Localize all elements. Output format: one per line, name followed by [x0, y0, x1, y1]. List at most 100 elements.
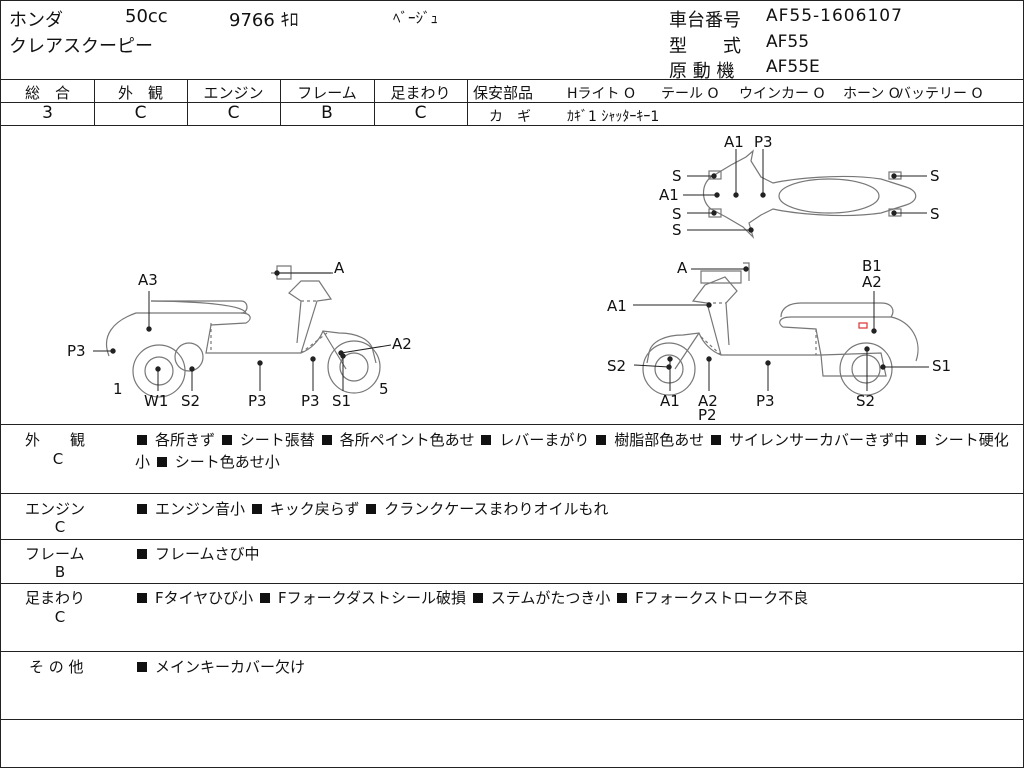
- grade-value-appearance: C: [134, 103, 147, 123]
- remark-item: キック戻らず: [269, 500, 360, 518]
- safety-item-label: ウインカー: [739, 86, 809, 102]
- diagram-label: P3: [301, 392, 320, 410]
- diagram-label: P2: [698, 406, 717, 424]
- remark-item: レバーまがり: [499, 431, 590, 449]
- remark-item: シート硬化小: [135, 431, 1009, 471]
- remark-item: Fタイヤひび小: [155, 589, 254, 607]
- diagram-label: 1: [113, 380, 123, 398]
- diagram-label: P3: [756, 392, 775, 410]
- damage-diagram: [93, 149, 929, 398]
- safety-item-mark: O: [623, 86, 636, 102]
- remark-item: 各所ペイント色あせ: [339, 431, 475, 449]
- diagram-label: S1: [332, 392, 352, 410]
- divider: [1, 651, 1023, 652]
- remark-item: クランクケースまわりオイルもれ: [384, 500, 609, 518]
- safety-item-horn: ホーン O: [843, 83, 900, 103]
- remark-category-frame: フレーム: [25, 545, 85, 563]
- bullet-square: [472, 593, 483, 603]
- bullet-square: [321, 435, 332, 445]
- bullet-square: [137, 593, 147, 603]
- remark-category-appearance: 外 観: [25, 431, 86, 449]
- remark-items-suspension: Fタイヤひび小 Fフォークダストシール破損 ステムがたつき小 Fフォークストロー…: [135, 587, 808, 608]
- remark-item: 各所きず: [155, 431, 216, 449]
- diagram-label: S: [672, 167, 682, 185]
- frame-no: AF55-1606107: [766, 6, 903, 26]
- diagram-label: S: [672, 221, 682, 239]
- remark-items-engine: エンジン音小 キック戻らず クランクケースまわりオイルもれ: [135, 498, 609, 519]
- divider: [1, 424, 1023, 425]
- grade-value-suspension: C: [414, 103, 427, 123]
- maker: ホンダ: [9, 10, 63, 31]
- bullet-square: [137, 662, 147, 672]
- diagram-label: S2: [856, 392, 876, 410]
- remark-items-frame: フレームさび中: [135, 543, 260, 564]
- body-color: ﾍﾞｰｼﾞｭ: [393, 9, 439, 27]
- bullet-square: [251, 504, 262, 514]
- divider: [1, 493, 1023, 494]
- bullet-square: [617, 593, 628, 603]
- bullet-square: [137, 549, 147, 559]
- remark-item: メインキーカバー欠け: [155, 658, 306, 676]
- key-value: ｶｷﾞ1 ｼｬｯﾀｰｷｰ1: [567, 109, 660, 125]
- diagram-label: A2: [862, 273, 882, 291]
- remark-item: フレームさび中: [155, 545, 260, 563]
- diagram-label: A: [677, 259, 688, 277]
- diagram-label: S: [930, 205, 940, 223]
- remark-item: サイレンサーカバーきず中: [728, 431, 909, 449]
- grade-value-overall: 3: [42, 103, 53, 123]
- mileage: 9766 ｷﾛ: [229, 10, 299, 31]
- grade-label-suspension: 足まわり: [390, 84, 451, 102]
- divider: [467, 102, 1023, 103]
- remark-grade-engine: C: [54, 518, 66, 536]
- grade-value-frame: B: [321, 103, 333, 123]
- remark-category-suspension: 足まわり: [25, 589, 86, 607]
- remark-grade-frame: B: [54, 563, 66, 581]
- engine-model-label: 原 動 機: [669, 61, 735, 82]
- safety-item-label: バッテリー: [897, 86, 967, 102]
- remark-items-other: メインキーカバー欠け: [135, 656, 305, 677]
- divider: [1, 102, 467, 103]
- bullet-square: [710, 435, 721, 445]
- engine-model-value: AF55E: [766, 57, 820, 77]
- diagram-label: W1: [144, 392, 169, 410]
- remark-category-other: そ の 他: [29, 658, 84, 676]
- bullet-square: [481, 435, 492, 445]
- remark-item: 樹脂部色あせ: [614, 431, 705, 449]
- remark-item: ステムがたつき小: [490, 589, 611, 607]
- diagram-label: S1: [932, 357, 952, 375]
- diagram-label: 5: [379, 380, 389, 398]
- diagram-label: A1: [660, 392, 680, 410]
- safety-item-mark: O: [888, 86, 900, 102]
- diagram-label: A3: [138, 271, 158, 289]
- grade-label-frame: フレーム: [297, 84, 357, 102]
- diagram-label: A1: [659, 186, 679, 204]
- diagram-label: S2: [607, 357, 627, 375]
- remark-item: Fフォークダストシール破損: [277, 589, 466, 607]
- diagram-label: A1: [607, 297, 627, 315]
- bullet-square: [915, 435, 926, 445]
- safety-item-mark: O: [707, 86, 719, 102]
- diagram-label: S2: [181, 392, 201, 410]
- remark-grade-suspension: C: [54, 608, 66, 626]
- divider: [1, 539, 1023, 540]
- grade-label-engine: エンジン: [203, 84, 264, 102]
- bullet-square: [259, 593, 270, 603]
- divider: [1, 719, 1023, 720]
- safety-item-winker: ウインカー O: [739, 83, 824, 103]
- frame-no-label: 車台番号: [669, 10, 741, 31]
- diagram-label: B1: [862, 257, 882, 275]
- grade-label-appearance: 外 観: [117, 84, 163, 102]
- bullet-square: [137, 504, 147, 514]
- displacement: 50cc: [125, 6, 168, 27]
- remark-category-engine: エンジン: [25, 500, 86, 518]
- remark-item: シート張替: [239, 431, 315, 449]
- diagram-label: P3: [754, 133, 773, 151]
- remark-item: エンジン音小: [155, 500, 246, 518]
- bullet-square: [137, 435, 147, 445]
- remark-item: Fフォークストローク不良: [635, 589, 809, 607]
- safety-item-headlight: Hライト O: [567, 83, 635, 103]
- safety-item-mark: O: [971, 86, 983, 102]
- safety-item-battery: バッテリー O: [897, 83, 982, 103]
- bullet-square: [156, 457, 167, 467]
